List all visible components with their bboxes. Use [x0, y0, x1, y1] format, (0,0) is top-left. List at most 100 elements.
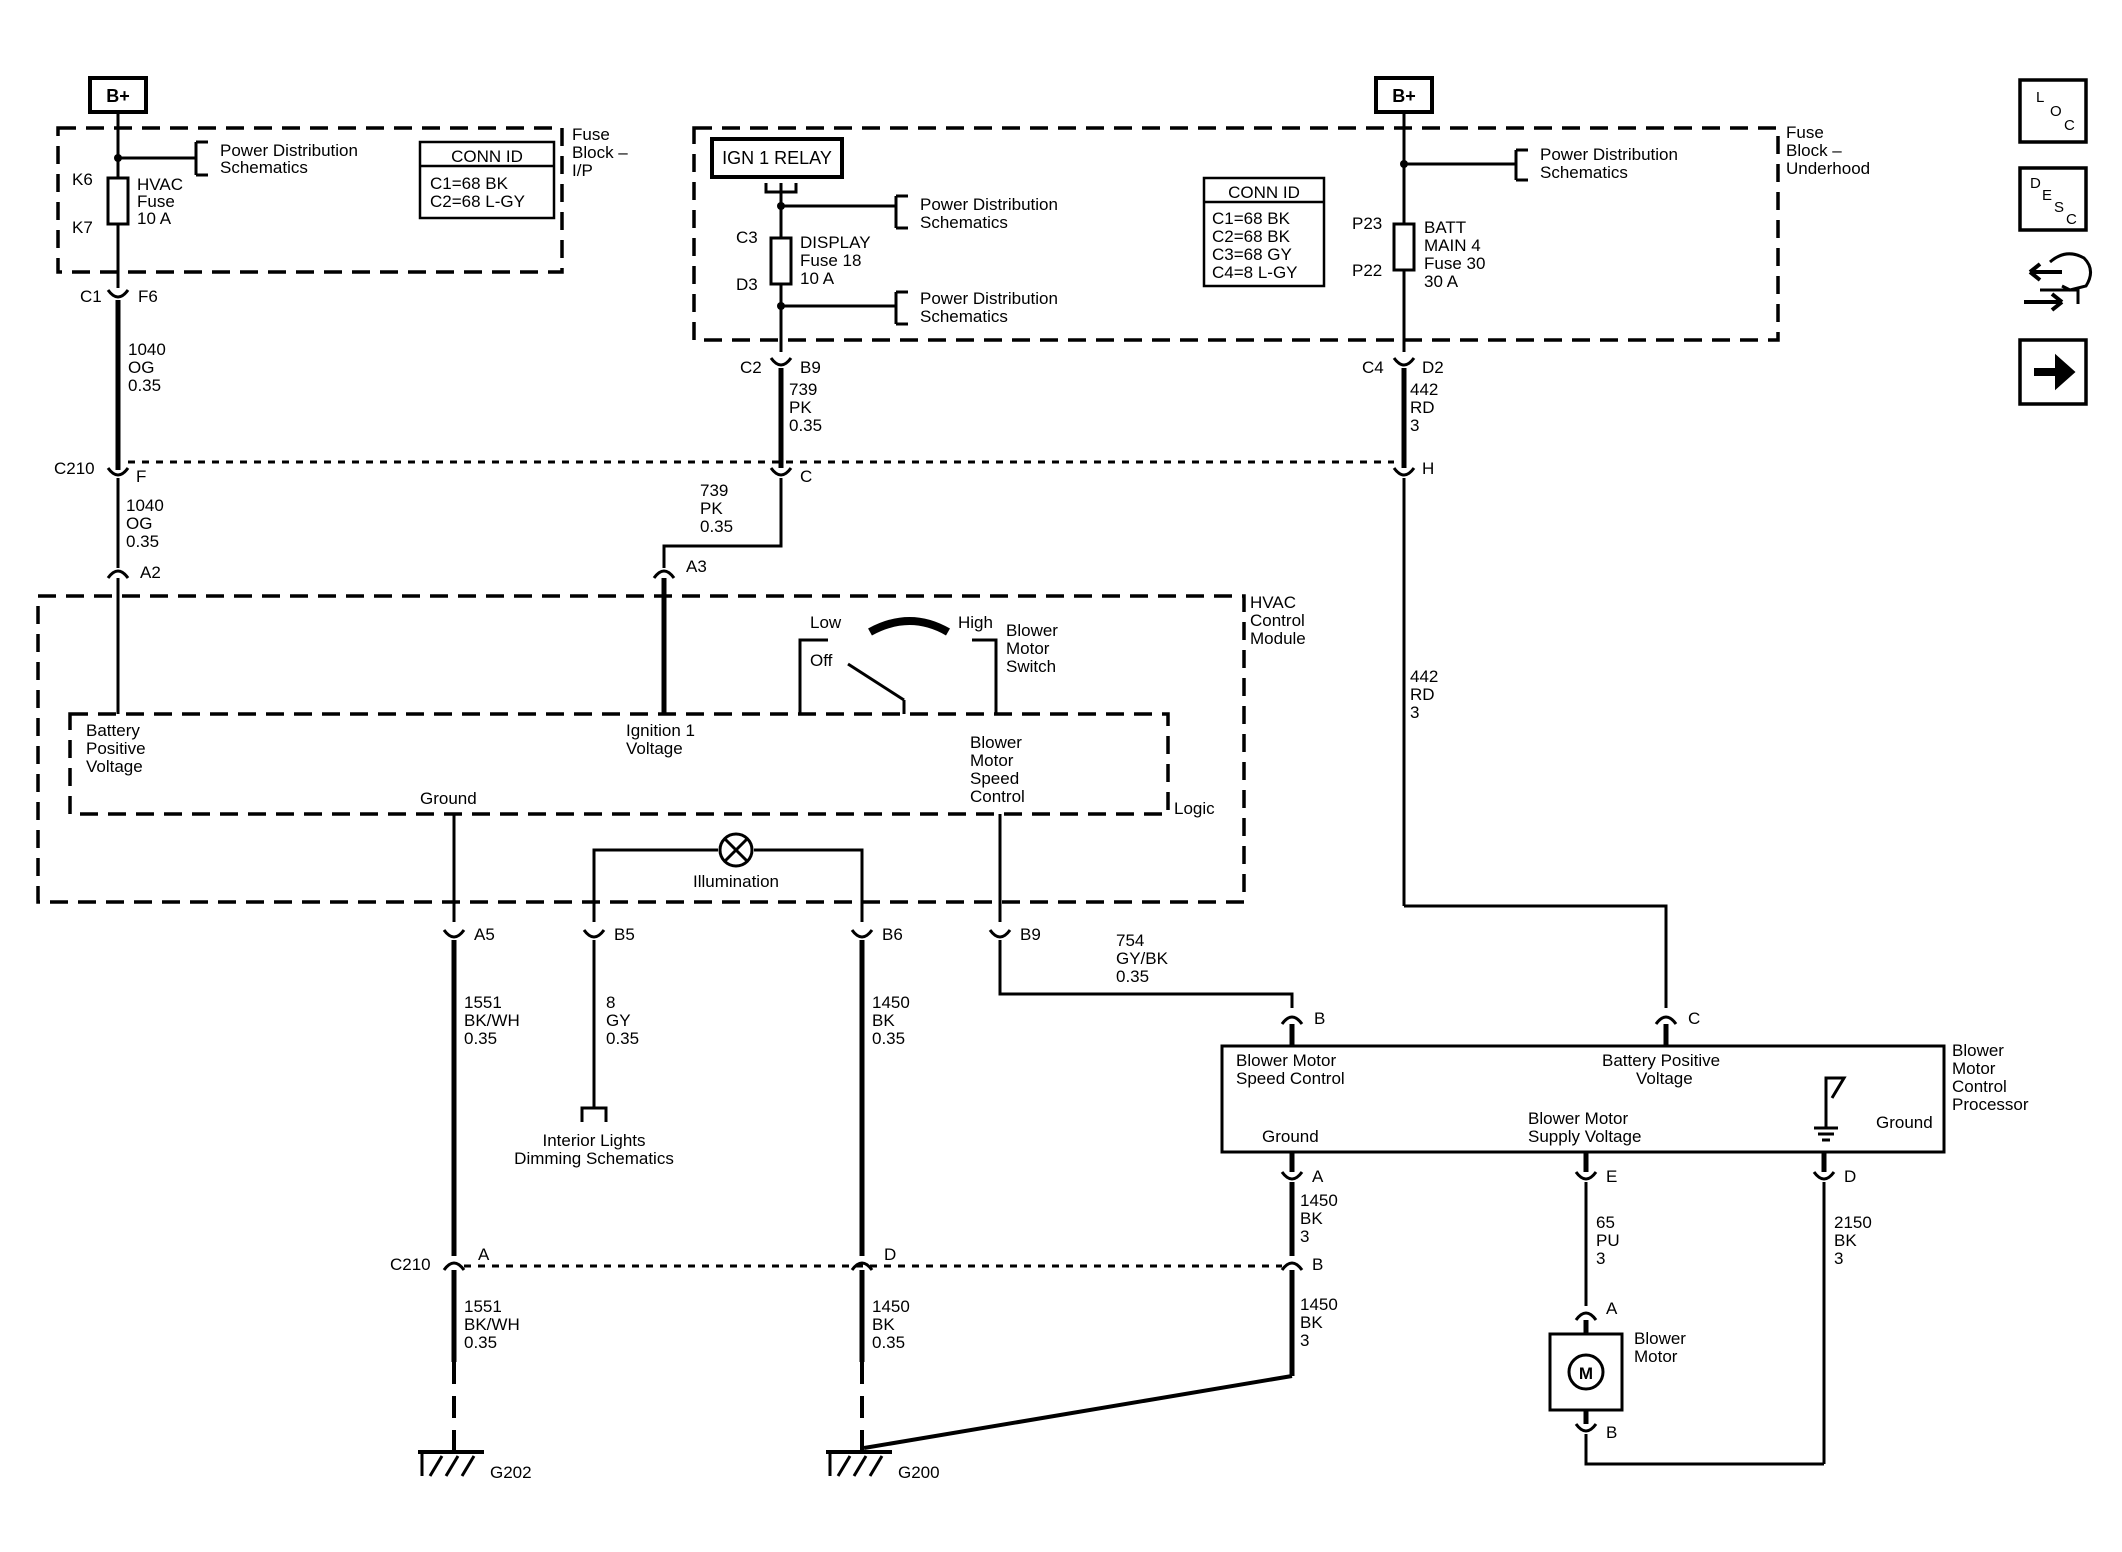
pds-ip-link[interactable]: Power Distribution Schematics	[220, 141, 358, 177]
connector-c2-b9	[769, 357, 793, 367]
svg-text:B: B	[1312, 1255, 1323, 1274]
svg-text:BATT: BATT	[1424, 218, 1466, 237]
svg-text:K6: K6	[72, 170, 93, 189]
connector-bmcp-c	[1654, 1015, 1678, 1025]
svg-text:C210: C210	[54, 459, 95, 478]
fuse-block-ip-outline	[56, 126, 564, 274]
svg-text:Control: Control	[970, 787, 1025, 806]
svg-text:Speed: Speed	[970, 769, 1019, 788]
wire-1450-top: 1450 BK 0.35	[872, 993, 910, 1048]
svg-text:Off: Off	[810, 651, 833, 670]
svg-text:DISPLAY: DISPLAY	[800, 233, 871, 252]
connector-a2	[106, 569, 130, 579]
svg-text:442: 442	[1410, 667, 1438, 686]
svg-text:C4: C4	[1362, 358, 1384, 377]
wire-442-top: 442 RD 3	[1410, 380, 1438, 435]
svg-text:0.35: 0.35	[872, 1333, 905, 1352]
svg-text:PK: PK	[789, 398, 812, 417]
svg-text:0.35: 0.35	[128, 376, 161, 395]
svg-text:739: 739	[700, 481, 728, 500]
svg-text:30 A: 30 A	[1424, 272, 1459, 291]
next-page-arrow-button[interactable]	[2018, 338, 2088, 406]
svg-text:PU: PU	[1596, 1231, 1620, 1250]
logic-block-outline	[68, 712, 1170, 816]
ground-g202: G202	[418, 1450, 532, 1482]
blower-motor-switch: Low High Off Blower Motor Switch	[798, 613, 1058, 714]
svg-text:B+: B+	[106, 86, 130, 106]
svg-text:BK: BK	[872, 1011, 895, 1030]
b-plus-left: B+	[88, 76, 148, 114]
connector-b5	[582, 929, 606, 939]
connector-bmcp-b	[1280, 1015, 1304, 1025]
svg-text:Schematics: Schematics	[920, 307, 1008, 326]
svg-text:C2=68 BK: C2=68 BK	[1212, 227, 1291, 246]
connector-hand-icon[interactable]	[2024, 252, 2092, 312]
svg-text:Schematics: Schematics	[920, 213, 1008, 232]
connector-bmcp-e	[1574, 1171, 1598, 1181]
svg-text:A2: A2	[140, 563, 161, 582]
svg-text:3: 3	[1410, 703, 1419, 722]
batt-fuse-symbol	[1392, 222, 1416, 272]
svg-text:A: A	[1312, 1167, 1324, 1186]
svg-text:HVAC: HVAC	[137, 175, 183, 194]
svg-text:0.35: 0.35	[1116, 967, 1149, 986]
bmcp-ground-left: Ground	[1262, 1127, 1319, 1146]
location-nav-button[interactable]: L O C	[2018, 78, 2088, 144]
svg-text:C3=68 GY: C3=68 GY	[1212, 245, 1292, 264]
svg-text:0.35: 0.35	[126, 532, 159, 551]
pds-underhood[interactable]: Power Distribution Schematics	[1540, 145, 1678, 182]
wire-8: 8 GY 0.35	[606, 993, 639, 1048]
svg-text:Module: Module	[1250, 629, 1306, 648]
svg-text:Control: Control	[1952, 1077, 2007, 1096]
svg-text:CONN ID: CONN ID	[451, 147, 523, 166]
svg-text:I/P: I/P	[572, 161, 593, 180]
svg-text:Blower: Blower	[1952, 1041, 2004, 1060]
wire-2150: 2150 BK 3	[1834, 1213, 1872, 1268]
description-nav-button[interactable]: D E S C	[2018, 166, 2088, 232]
svg-text:Fuse: Fuse	[1786, 123, 1824, 142]
svg-text:3: 3	[1300, 1331, 1309, 1350]
svg-text:D: D	[1844, 1167, 1856, 1186]
svg-text:L: L	[2036, 89, 2044, 106]
svg-text:Block –: Block –	[1786, 141, 1842, 160]
svg-text:MAIN 4: MAIN 4	[1424, 236, 1481, 255]
svg-text:3: 3	[1410, 416, 1419, 435]
svg-text:S: S	[2054, 199, 2064, 216]
svg-text:PK: PK	[700, 499, 723, 518]
svg-text:0.35: 0.35	[700, 517, 733, 536]
wire-1040-top: 1040 OG 0.35	[128, 340, 166, 395]
svg-text:1450: 1450	[1300, 1191, 1338, 1210]
svg-text:M: M	[1579, 1364, 1593, 1383]
svg-text:Power Distribution: Power Distribution	[920, 195, 1058, 214]
pds-display-2[interactable]: Power Distribution Schematics	[920, 289, 1058, 326]
interior-lights-dimming-link[interactable]: Interior Lights Dimming Schematics	[514, 1131, 674, 1168]
svg-text:Blower Motor: Blower Motor	[1528, 1109, 1628, 1128]
svg-text:Underhood: Underhood	[1786, 159, 1870, 178]
pds-display-1[interactable]: Power Distribution Schematics	[920, 195, 1058, 232]
connector-c4-d2	[1392, 357, 1416, 367]
hvac-ground-label: Ground	[420, 789, 477, 808]
svg-text:Blower: Blower	[1006, 621, 1058, 640]
bmcp-battery-positive-label: Battery Positive Voltage	[1602, 1051, 1720, 1088]
svg-text:Illumination: Illumination	[693, 872, 779, 891]
connector-c1-f6	[106, 289, 130, 299]
wire-754: 754 GY/BK 0.35	[1116, 931, 1169, 986]
wire-1040-mid: 1040 OG 0.35	[126, 496, 164, 551]
svg-text:B6: B6	[882, 925, 903, 944]
svg-text:3: 3	[1596, 1249, 1605, 1268]
blower-motor-control-processor	[1220, 1044, 1946, 1154]
illumination-lamp: Illumination	[592, 832, 864, 922]
svg-text:Interior Lights: Interior Lights	[543, 1131, 646, 1150]
svg-text:D3: D3	[736, 275, 758, 294]
svg-text:Motor: Motor	[1006, 639, 1050, 658]
svg-text:Dimming Schematics: Dimming Schematics	[514, 1149, 674, 1168]
svg-text:0.35: 0.35	[872, 1029, 905, 1048]
svg-text:G202: G202	[490, 1463, 532, 1482]
svg-text:Motor: Motor	[970, 751, 1014, 770]
pds-bracket-ip	[194, 140, 208, 177]
svg-text:Blower: Blower	[970, 733, 1022, 752]
svg-text:0.35: 0.35	[464, 1333, 497, 1352]
svg-text:BK: BK	[1834, 1231, 1857, 1250]
svg-text:BK: BK	[1300, 1313, 1323, 1332]
svg-text:C: C	[2066, 211, 2077, 228]
